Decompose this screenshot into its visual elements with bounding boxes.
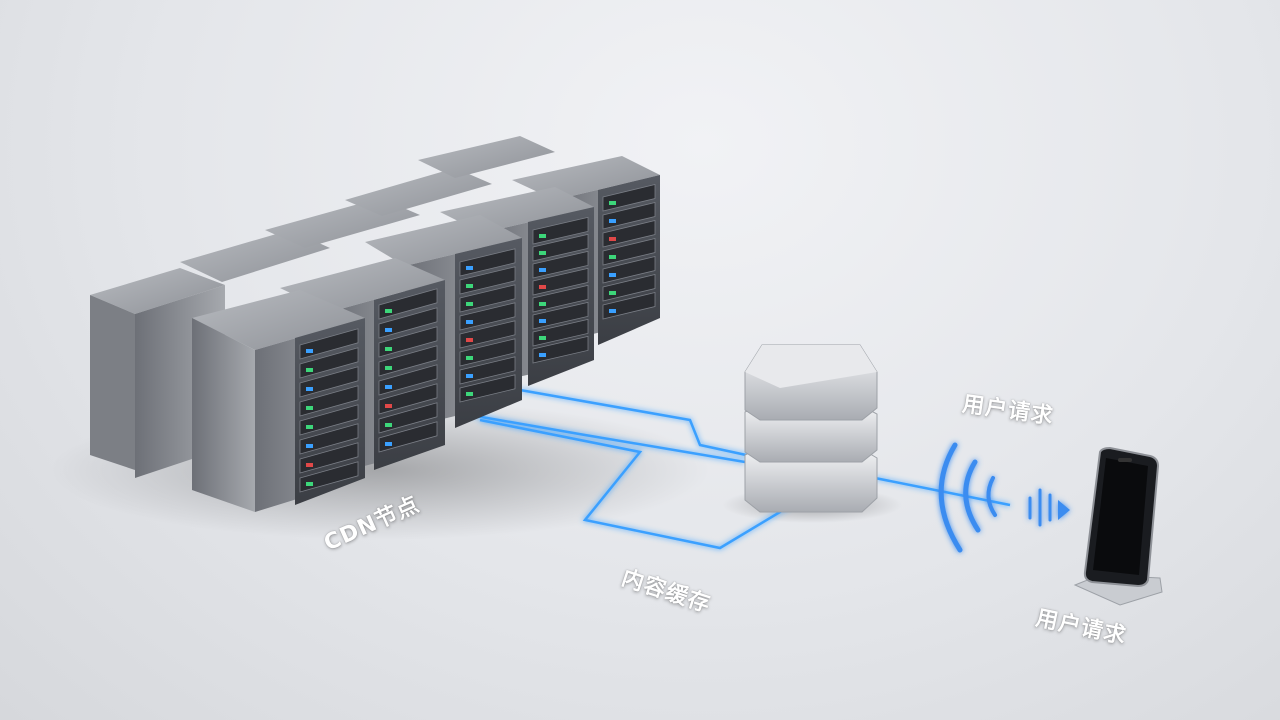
drive-bay	[459, 266, 516, 295]
drive-bay	[532, 318, 589, 347]
cache-top	[745, 345, 877, 388]
drive-bay	[378, 288, 438, 320]
status-led	[609, 291, 616, 295]
status-led	[539, 251, 546, 255]
drive-bay	[299, 442, 359, 474]
drive-bays	[299, 184, 656, 493]
signal-arc	[963, 459, 981, 533]
drive-bay	[459, 320, 516, 349]
drive-bay	[378, 421, 438, 453]
drive-bay	[459, 338, 516, 367]
status-led	[385, 309, 392, 313]
drive-bay	[299, 328, 359, 360]
status-led	[539, 302, 546, 306]
status-led	[306, 463, 313, 467]
status-led	[385, 366, 392, 370]
drive-bay	[378, 364, 438, 396]
status-led	[306, 387, 313, 391]
drive-bay	[299, 385, 359, 417]
phone-notch	[1118, 458, 1132, 462]
status-led	[306, 482, 313, 486]
drive-bay	[299, 404, 359, 436]
server-top	[365, 215, 522, 266]
drive-bay	[459, 302, 516, 331]
server-top	[345, 168, 492, 216]
status-led	[539, 268, 546, 272]
wifi-signal-icon	[938, 442, 1070, 553]
drive-bay	[299, 461, 359, 493]
connection-line	[469, 413, 746, 464]
status-led	[306, 368, 313, 372]
status-led	[466, 266, 473, 270]
drive-bay	[532, 267, 589, 296]
status-led	[539, 285, 546, 289]
signal-arrow	[1058, 500, 1070, 520]
drive-bay	[459, 284, 516, 313]
status-led	[306, 444, 313, 448]
status-led	[609, 201, 616, 205]
drive-bay	[299, 347, 359, 379]
status-led	[306, 349, 313, 353]
status-led	[306, 406, 313, 410]
server-top	[90, 268, 225, 314]
database-stack-icon	[744, 344, 878, 513]
status-led	[385, 347, 392, 351]
status-led	[385, 385, 392, 389]
status-led	[609, 219, 616, 223]
smartphone-icon	[1073, 446, 1163, 606]
drive-bay	[378, 326, 438, 358]
status-led	[609, 309, 616, 313]
status-led	[306, 425, 313, 429]
drive-bay	[532, 335, 589, 364]
drive-bay	[459, 248, 516, 277]
status-led	[466, 320, 473, 324]
drive-bay	[378, 345, 438, 377]
server-side	[90, 295, 135, 470]
status-led	[539, 353, 546, 357]
server-rack-icon	[180, 136, 555, 282]
connection-lines	[469, 388, 1011, 550]
status-led	[539, 336, 546, 340]
status-led	[385, 404, 392, 408]
status-led	[385, 328, 392, 332]
drive-bay	[459, 374, 516, 403]
server-top	[192, 290, 365, 350]
drive-bay	[532, 233, 589, 262]
status-led	[539, 319, 546, 323]
drive-bay	[299, 423, 359, 455]
status-led	[466, 302, 473, 306]
server-side	[192, 318, 255, 512]
status-led	[385, 423, 392, 427]
server-top	[418, 136, 555, 178]
server-top	[280, 258, 445, 312]
signal-wave	[1028, 488, 1052, 527]
drive-bay	[532, 216, 589, 245]
status-led	[385, 442, 392, 446]
status-led	[466, 392, 473, 396]
drive-bay	[532, 301, 589, 330]
drive-bay	[378, 383, 438, 415]
server-top	[180, 230, 330, 282]
phone-screen	[1093, 458, 1148, 575]
status-led	[609, 255, 616, 259]
status-led	[466, 284, 473, 288]
signal-arc	[986, 476, 997, 517]
status-led	[539, 234, 546, 238]
connection-line	[479, 418, 801, 550]
status-led	[466, 338, 473, 342]
drive-bay	[378, 307, 438, 339]
drive-bay	[459, 356, 516, 385]
status-led	[609, 237, 616, 241]
drive-bay	[299, 366, 359, 398]
drive-bay	[532, 284, 589, 313]
signal-arc	[938, 442, 963, 553]
status-led	[609, 273, 616, 277]
connection-line	[519, 388, 761, 460]
drive-bay	[378, 402, 438, 434]
status-led	[466, 356, 473, 360]
status-led	[466, 374, 473, 378]
drive-bay	[532, 250, 589, 279]
